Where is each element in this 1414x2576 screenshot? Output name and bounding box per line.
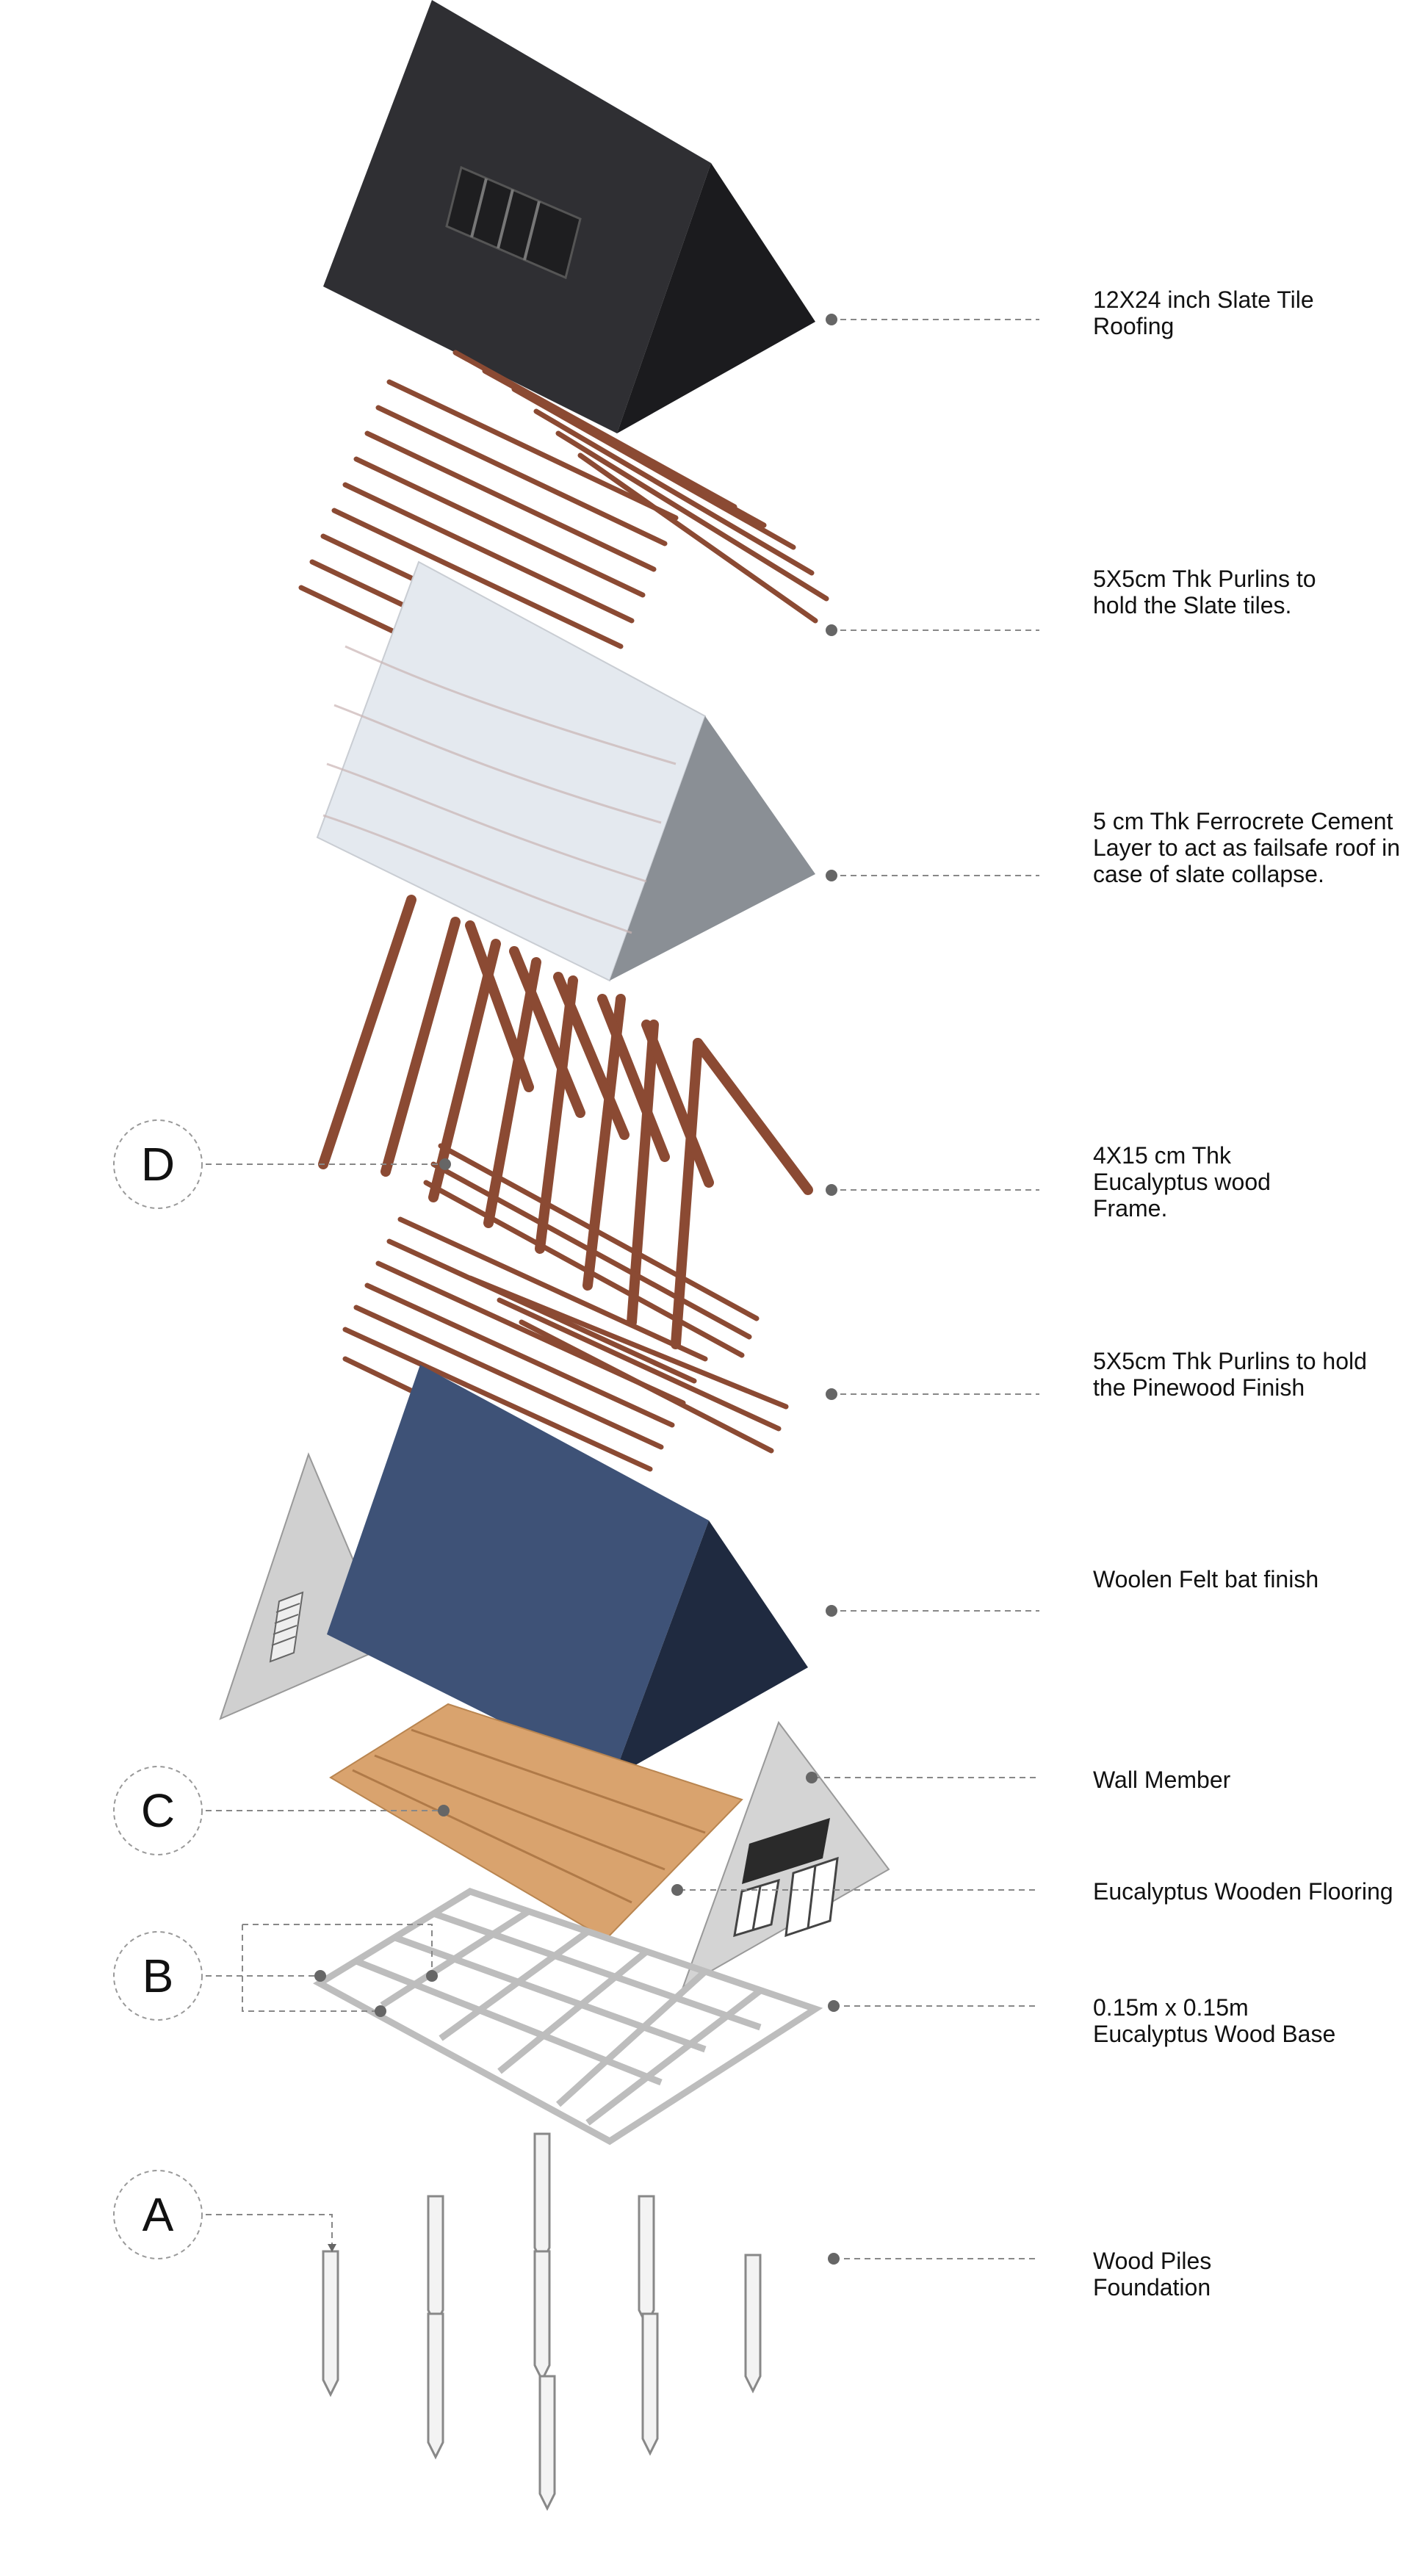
front-window-door	[733, 1818, 839, 1938]
leader-lines	[679, 319, 1039, 2259]
label-base: 0.15m x 0.15m Eucalyptus Wood Base	[1093, 1994, 1336, 2047]
svg-text:D: D	[141, 1138, 175, 1191]
label-purlins-pinewood: 5X5cm Thk Purlins to hold the Pinewood F…	[1093, 1348, 1367, 1401]
section-marker-c: C	[113, 1766, 450, 1855]
label-felt: Woolen Felt bat finish	[1093, 1566, 1319, 1592]
eucalyptus-wood-base	[312, 1888, 823, 2146]
svg-text:C: C	[141, 1784, 175, 1837]
eucalyptus-frame	[318, 895, 813, 1358]
rear-wall-member	[219, 1452, 391, 1720]
label-flooring: Eucalyptus Wooden Flooring	[1093, 1878, 1393, 1905]
wood-piles	[322, 2132, 762, 2511]
svg-text:B: B	[143, 1949, 174, 2002]
svg-text:A: A	[143, 2188, 174, 2241]
label-ferrocrete: 5 cm Thk Ferrocrete Cement Layer to act …	[1093, 808, 1400, 887]
leader-dots	[671, 314, 840, 2265]
ferrocrete-layer	[316, 560, 815, 982]
section-marker-a: A	[113, 2170, 336, 2259]
front-wall-member	[682, 1720, 890, 1989]
vent-icon	[269, 1591, 304, 1663]
section-marker-b: B	[113, 1924, 438, 2021]
label-piles: Wood Piles Foundation	[1093, 2248, 1212, 2301]
section-marker-d: D	[113, 1119, 451, 1209]
label-purlins-slate: 5X5cm Thk Purlins to hold the Slate tile…	[1093, 566, 1316, 618]
slate-tile-roof	[323, 0, 815, 433]
roof-dormer-window	[445, 165, 582, 280]
label-wall-member: Wall Member	[1093, 1767, 1231, 1793]
label-slate-roof: 12X24 inch Slate Tile Roofing	[1093, 286, 1314, 339]
label-frame: 4X15 cm Thk Eucalyptus wood Frame.	[1093, 1142, 1271, 1222]
woolen-felt-layer	[327, 1365, 808, 1778]
